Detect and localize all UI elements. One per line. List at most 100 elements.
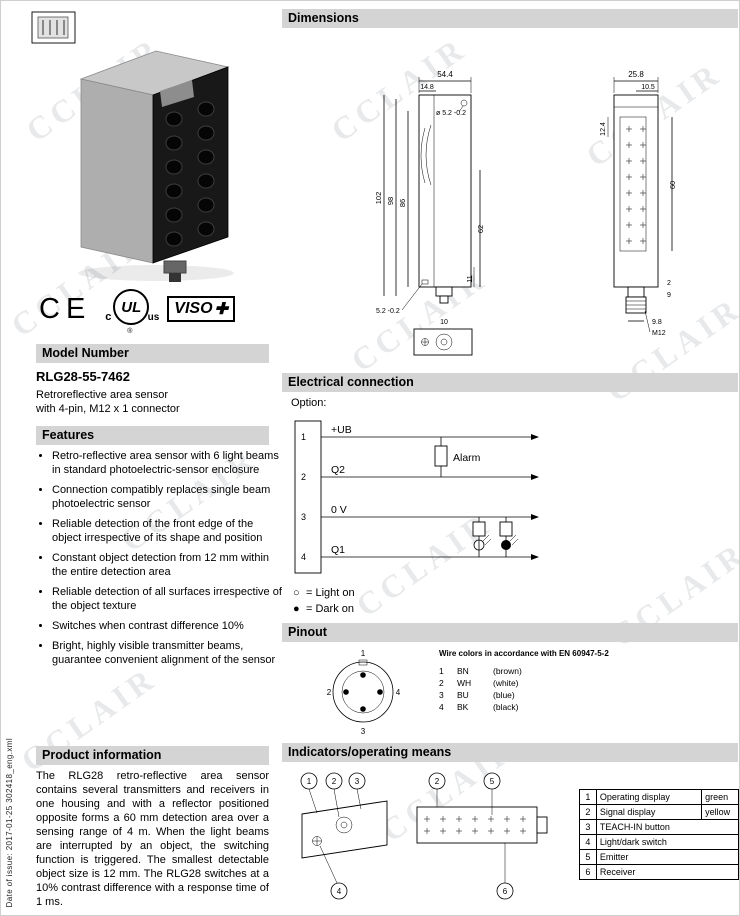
wire-pin: 4	[439, 702, 444, 712]
ul-suffix: us	[147, 312, 160, 323]
wire-code: WH	[457, 678, 472, 688]
electrical-connection-header: Electrical connection	[282, 373, 738, 392]
dim-label: M12	[652, 330, 666, 337]
callout-number: 4	[337, 887, 342, 896]
indicator-value: yellow	[701, 804, 739, 820]
table-row: 5 Emitter	[579, 849, 739, 865]
dim-label: 10	[440, 319, 448, 326]
ul-mark: c UL us ®	[105, 289, 159, 335]
wire-code: BK	[457, 702, 469, 712]
sensor-side-face	[80, 78, 154, 264]
connector-block	[294, 420, 322, 574]
indicator-label: Receiver	[595, 864, 739, 880]
indicators-front-view	[416, 806, 538, 844]
indicators-top-view	[301, 800, 388, 859]
dim-label: 60	[668, 181, 677, 189]
dim-label: 62	[476, 225, 485, 233]
dim-label: 2	[667, 280, 671, 287]
callout-number: 5	[490, 777, 495, 786]
ul-registered: ®	[127, 328, 133, 335]
legend-light-on-text: = Light on	[306, 587, 355, 599]
features-list: Retro-reflective area sensor with 6 ligh…	[36, 449, 285, 673]
callout-number: 1	[307, 777, 312, 786]
features-header: Features	[36, 426, 269, 445]
legend-dark-on-text: = Dark on	[306, 603, 354, 615]
wire-pin: 2	[439, 678, 444, 688]
dimensions-header: Dimensions	[282, 9, 738, 28]
certification-row: CE c UL us ® VISO ✚	[39, 289, 269, 335]
dim-label: 9.8	[652, 319, 662, 326]
dim-label: 5.2 -0.2	[376, 308, 400, 315]
product-photo	[78, 50, 234, 282]
indicator-label: Signal display	[595, 804, 703, 820]
sensor-connector	[163, 260, 187, 274]
wire-color-name: (white)	[493, 678, 519, 688]
date-of-issue-note: Date of issue: 2017-01-25 302418_eng.xml	[5, 737, 14, 907]
model-description-line1: Retroreflective area sensor	[36, 389, 169, 401]
wire-row: 3 BU (blue)	[439, 689, 729, 701]
feature-item: Reliable detection of the front edge of …	[52, 517, 285, 545]
pinout-pin-number: 2	[327, 688, 332, 697]
table-row: 6 Receiver	[579, 864, 739, 880]
wire-color-name: (black)	[493, 702, 519, 712]
feature-item: Retro-reflective area sensor with 6 ligh…	[52, 449, 285, 477]
feature-item: Switches when contrast difference 10%	[52, 619, 285, 633]
ul-logo-icon: UL	[113, 289, 150, 325]
sensor-lens-array	[165, 101, 215, 247]
wire-colors-note: Wire colors in accordance with EN 60947-…	[439, 649, 609, 658]
dim-label: 54.4	[437, 70, 453, 79]
beam-window-crosses	[626, 126, 646, 244]
table-row: 1 Operating display green	[579, 789, 739, 805]
front-view-crosses	[424, 816, 526, 834]
indicator-num: 4	[579, 834, 597, 850]
feature-item: Connection compatibly replaces single be…	[52, 483, 285, 511]
indicator-value: green	[701, 789, 739, 805]
table-row: 4 Light/dark switch	[579, 834, 739, 850]
visolux-plus-icon: ✚	[214, 301, 228, 318]
wire-colors-block: Wire colors in accordance with EN 60947-…	[439, 649, 729, 713]
dim-label: 11	[467, 275, 474, 282]
ul-letters: UL	[121, 298, 142, 316]
filled-circle-icon: ●	[293, 603, 300, 615]
dim-label: 9	[667, 292, 671, 299]
pin-number: 1	[301, 432, 306, 442]
indicator-label: Light/dark switch	[595, 834, 739, 850]
wire-row: 4 BK (black)	[439, 701, 729, 713]
indicator-num: 2	[579, 804, 597, 820]
feature-item: Bright, highly visible transmitter beams…	[52, 639, 285, 667]
wire-pin: 3	[439, 690, 444, 700]
switching-legend: ○ = Light on ● = Dark on	[293, 585, 355, 617]
dim-label: 10.5	[641, 84, 655, 91]
callout-number: 2	[332, 777, 337, 786]
pinout-pin-number: 4	[396, 688, 401, 697]
pin-label: Q1	[331, 544, 345, 556]
product-info-text: The RLG28 retro-reflective area sensor c…	[36, 770, 269, 908]
wire-code: BU	[457, 690, 469, 700]
feature-item: Constant object detection from 12 mm wit…	[52, 551, 285, 579]
model-number-header: Model Number	[36, 344, 269, 363]
pin-number: 4	[301, 552, 306, 562]
indicator-label: Emitter	[595, 849, 739, 865]
indicator-num: 3	[579, 819, 597, 835]
model-description-line2: with 4-pin, M12 x 1 connector	[36, 403, 180, 415]
sensor-connector-thread	[169, 273, 181, 282]
side-view-outline	[418, 94, 472, 288]
table-row: 3 TEACH-IN button	[579, 819, 739, 835]
electrical-connection-diagram: 1 2 3 4 +UB Q2 0 V Q1 Alarm	[294, 420, 539, 574]
open-circle-icon: ○	[293, 587, 300, 599]
table-row: 2 Signal display yellow	[579, 804, 739, 820]
product-info-header: Product information	[36, 746, 269, 765]
indicators-drawing: 1 2 3 4 2 5 6	[300, 772, 548, 900]
ce-mark: CE	[39, 292, 92, 325]
pin-label: +UB	[331, 424, 352, 436]
indicator-num: 1	[579, 789, 597, 805]
dim-label: 25.8	[628, 70, 644, 79]
indicator-label: TEACH-IN button	[595, 819, 739, 835]
pin-label: Q2	[331, 464, 345, 476]
pin-label: 0 V	[331, 504, 347, 516]
dim-label: ø 5.2 -0.2	[436, 110, 466, 117]
connector-pictogram	[31, 11, 76, 44]
dim-label: 14.8	[420, 84, 434, 91]
dim-label: 102	[374, 192, 383, 205]
